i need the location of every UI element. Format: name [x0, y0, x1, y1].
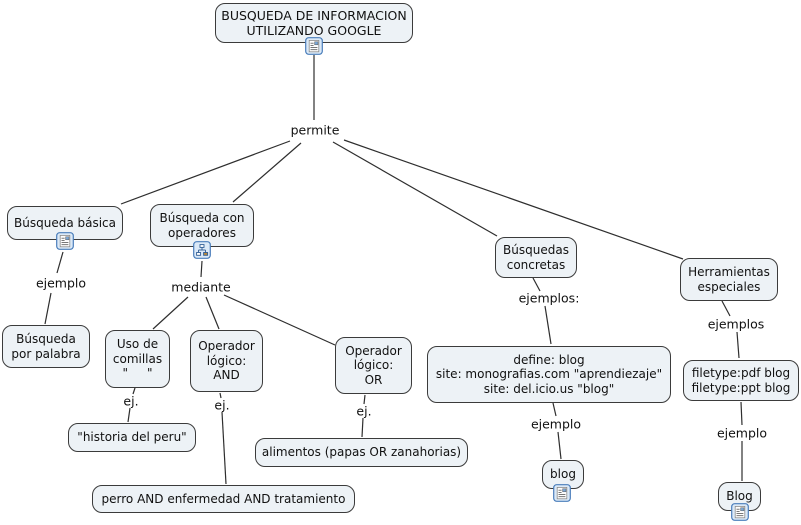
- node-blog-upper[interactable]: Blog: [718, 482, 761, 511]
- concept-map-resource-icon[interactable]: [193, 241, 211, 259]
- linking-phrase-ejemplo-blog-upper[interactable]: ejemplo: [716, 425, 768, 441]
- node-busqueda-por-palabra[interactable]: Búsqueda por palabra: [2, 325, 90, 368]
- node-perro-and-enfermedad[interactable]: perro AND enfermedad AND tratamiento: [92, 485, 355, 513]
- document-resource-icon[interactable]: [305, 37, 323, 55]
- node-historia-del-peru[interactable]: "historia del peru": [68, 423, 196, 452]
- linking-phrase-ej-comillas[interactable]: ej.: [123, 393, 139, 409]
- node-alimentos-papas-or-zanahorias[interactable]: alimentos (papas OR zanahorias): [255, 438, 468, 467]
- node-operador-logico-and[interactable]: Operador lógico: AND: [190, 330, 263, 392]
- node-busquedas-concretas[interactable]: Búsquedas concretas: [495, 237, 577, 278]
- linking-phrase-ejemplo-blog-lower[interactable]: ejemplo: [530, 416, 582, 432]
- linking-phrase-ejemplos-herramientas[interactable]: ejemplos: [707, 316, 765, 332]
- node-define-site-examples[interactable]: define: blog site: monografias.com "apre…: [427, 346, 671, 403]
- node-operador-logico-or[interactable]: Operador lógico: OR: [335, 337, 412, 394]
- document-resource-icon[interactable]: [731, 503, 749, 521]
- linking-phrase-ej-and[interactable]: ej.: [214, 397, 230, 413]
- node-uso-de-comillas[interactable]: Uso de comillas " ": [105, 330, 170, 388]
- linking-phrase-mediante[interactable]: mediante: [171, 279, 231, 295]
- linking-phrase-ej-or[interactable]: ej.: [356, 403, 372, 419]
- linking-phrase-ejemplo-basica[interactable]: ejemplo: [35, 275, 87, 291]
- linking-phrase-ejemplos-concretas[interactable]: ejemplos:: [518, 290, 580, 306]
- document-resource-icon[interactable]: [553, 484, 571, 502]
- node-filetype-examples[interactable]: filetype:pdf blog filetype:ppt blog: [683, 360, 799, 401]
- document-resource-icon[interactable]: [56, 232, 74, 250]
- node-herramientas-especiales[interactable]: Herramientas especiales: [680, 258, 778, 301]
- node-busqueda-con-operadores[interactable]: Búsqueda con operadores: [150, 204, 254, 247]
- linking-phrase-permite[interactable]: permite: [290, 122, 340, 138]
